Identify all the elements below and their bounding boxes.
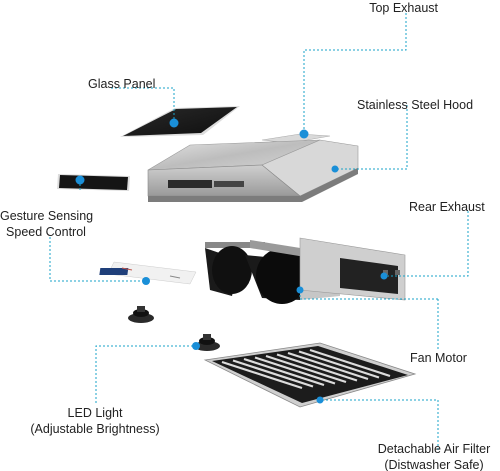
label-glass-panel: Glass Panel — [88, 76, 155, 92]
label-led-light: LED Light (Adjustable Brightness) — [22, 405, 168, 437]
label-rear-exhaust: Rear Exhaust — [409, 199, 485, 215]
label-stainless-steel-hood: Stainless Steel Hood — [357, 97, 473, 113]
label-led-light-line2: (Adjustable Brightness) — [22, 421, 168, 437]
front-glass-strip — [57, 174, 130, 191]
label-fan-motor: Fan Motor — [410, 350, 467, 366]
led-light-1 — [128, 306, 154, 323]
label-air-filter: Detachable Air Filter (Distwasher Safe) — [368, 441, 500, 471]
label-led-light-line1: LED Light — [22, 405, 168, 421]
air-filter — [205, 343, 415, 407]
label-gesture-sensing-line2: Speed Control — [0, 224, 92, 240]
label-top-exhaust: Top Exhaust — [369, 0, 438, 16]
stainless-steel-hood — [148, 134, 358, 202]
label-air-filter-line1: Detachable Air Filter — [368, 441, 500, 457]
rear-exhaust-plate — [300, 238, 405, 300]
label-air-filter-line2: (Distwasher Safe) — [368, 457, 500, 471]
label-gesture-sensing-line1: Gesture Sensing — [0, 208, 92, 224]
glass-panel — [120, 106, 240, 137]
label-gesture-sensing: Gesture Sensing Speed Control — [0, 208, 92, 240]
